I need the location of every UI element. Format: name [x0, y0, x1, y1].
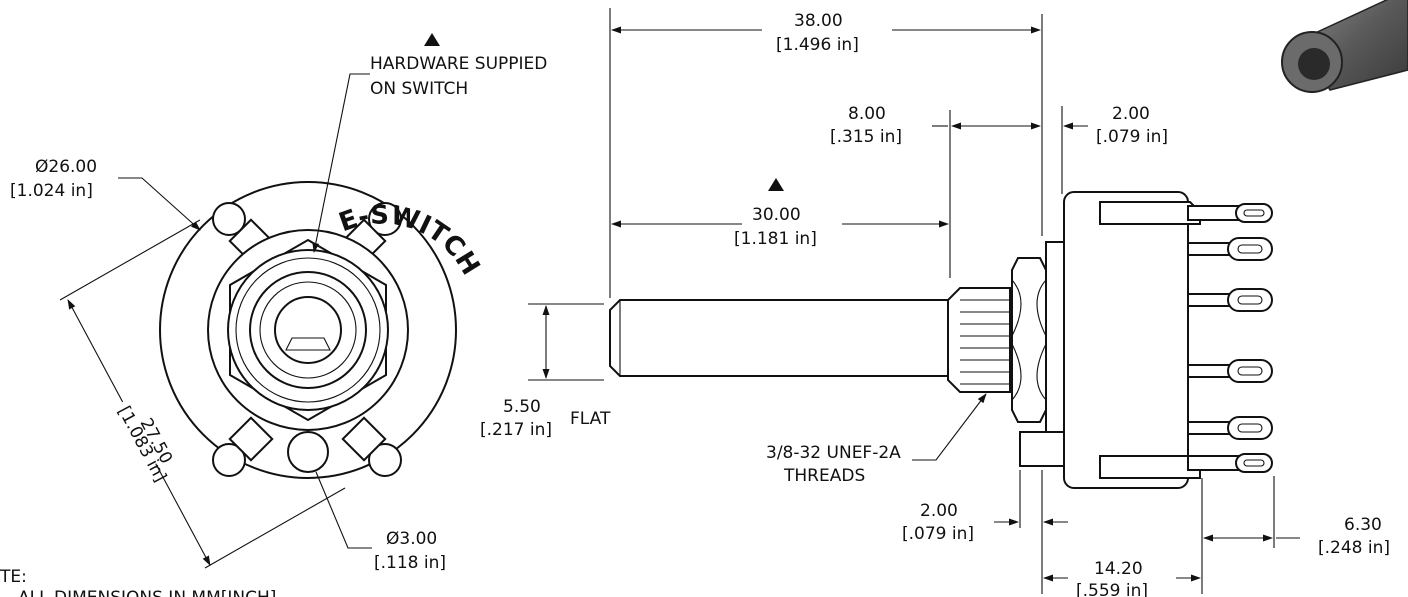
note-line1: ALL DIMENSIONS IN MM[INCH]: [18, 588, 276, 597]
shaft: [609, 299, 953, 377]
top-gap-in: [.079 in]: [1096, 127, 1168, 147]
span-dimension: 27.50 [1.083 in]: [59, 219, 346, 569]
switch-body: [1063, 191, 1189, 489]
overall-length-mm: 38.00: [794, 11, 843, 31]
note-title: TE:: [0, 567, 27, 587]
bushing-length-mm: 8.00: [848, 104, 886, 124]
front-diameter-mm: Ø26.00: [35, 157, 97, 177]
front-view: E-SWITCH HARDWARE SUPPIED ON SWITCH Ø26.…: [10, 33, 547, 573]
mounting-screws: [212, 202, 402, 477]
body-gap-mm: 2.00: [920, 501, 958, 521]
washer-side: [1045, 241, 1065, 439]
hardware-note-line1: HARDWARE SUPPIED: [370, 54, 547, 74]
thread-spec-line2: THREADS: [783, 466, 865, 486]
hardware-triangle-icon: [424, 33, 440, 46]
threaded-bushing: [947, 287, 1011, 393]
shaft-length-in: [1.181 in]: [734, 229, 817, 249]
flat-label: FLAT: [570, 409, 611, 429]
shaft-length-mm: 30.00: [752, 205, 801, 225]
side-view: 38.00 [1.496 in] 8.00 [.315 in] 2.00 [.0…: [480, 0, 1408, 597]
body-gap-in: [.079 in]: [902, 524, 974, 544]
locating-hole: [287, 431, 329, 473]
hardware-note-line2: ON SWITCH: [370, 79, 468, 99]
body-length-mm: 14.20: [1094, 559, 1143, 579]
shaft-triangle-icon: [768, 178, 784, 191]
tab-length-mm: 6.30: [1344, 515, 1382, 535]
flat-in: [.217 in]: [480, 420, 552, 440]
overall-length-in: [1.496 in]: [776, 35, 859, 55]
flat-mm: 5.50: [503, 397, 541, 417]
hole-diameter-in: [.118 in]: [374, 553, 446, 573]
solder-terminals: [1187, 203, 1273, 473]
knob-render: [1281, 0, 1408, 93]
top-gap-mm: 2.00: [1112, 104, 1150, 124]
front-diameter-in: [1.024 in]: [10, 181, 93, 201]
shaft-end: [274, 296, 342, 364]
body-length-in: [.559 in]: [1076, 581, 1148, 597]
bushing-length-in: [.315 in]: [830, 127, 902, 147]
hole-diameter-mm: Ø3.00: [386, 529, 437, 549]
hex-nut-side: [1011, 257, 1047, 423]
thread-spec-line1: 3/8-32 UNEF-2A: [766, 443, 901, 463]
tab-length-in: [.248 in]: [1318, 538, 1390, 558]
